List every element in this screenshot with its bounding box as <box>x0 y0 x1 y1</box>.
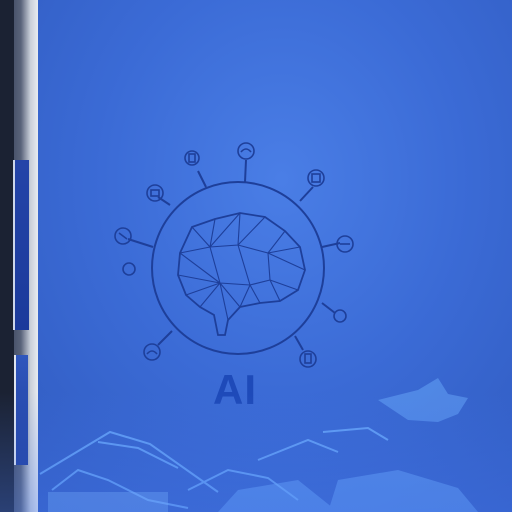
chip-icon <box>307 169 325 187</box>
phone-icon <box>299 350 317 368</box>
mail-icon <box>122 262 136 276</box>
ai-logo-text: AI <box>213 366 257 413</box>
node-icon <box>146 184 164 202</box>
wifi-icon <box>143 343 161 361</box>
floor-glow <box>0 392 512 512</box>
settings-icon <box>114 227 132 245</box>
door-frame <box>0 0 14 512</box>
brain-icon <box>177 212 306 336</box>
gear-icon <box>333 309 347 323</box>
ai-brain-emblem <box>114 142 354 368</box>
chat-icon <box>336 235 354 253</box>
cloud-icon <box>237 142 255 160</box>
side-poster-lower <box>14 355 28 465</box>
globe-icon <box>184 150 200 166</box>
emblem-ring <box>151 181 325 355</box>
projected-illustration <box>39 378 478 512</box>
side-poster-upper <box>13 160 29 330</box>
